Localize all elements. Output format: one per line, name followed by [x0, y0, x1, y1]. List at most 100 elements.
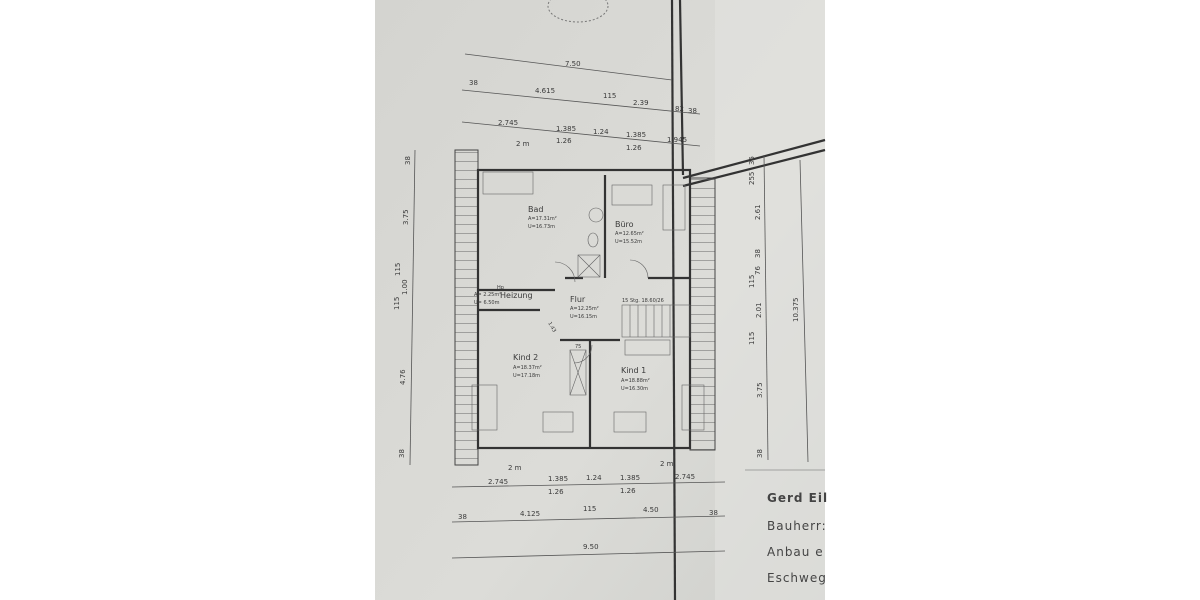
- roof-hatch-right: [689, 177, 716, 451]
- desk-kind1: [613, 411, 647, 433]
- svg-text:Gerd Eil: Gerd Eil: [767, 491, 828, 505]
- svg-text:35: 35: [748, 156, 756, 165]
- svg-text:A= 2.25m²: A= 2.25m²: [474, 292, 501, 298]
- svg-text:U=15.52m: U=15.52m: [615, 239, 642, 245]
- room-kind2: Kind 2 A=18.37m² U=17.18m: [513, 353, 542, 379]
- svg-text:A=18.88m²: A=18.88m²: [621, 378, 650, 384]
- svg-text:1.385: 1.385: [620, 474, 640, 482]
- svg-text:U=16.30m: U=16.30m: [621, 386, 648, 392]
- svg-text:82: 82: [675, 105, 684, 113]
- svg-text:U=17.18m: U=17.18m: [513, 373, 540, 379]
- desk-kind2: [542, 411, 574, 433]
- svg-text:1.385: 1.385: [556, 125, 576, 133]
- svg-text:38: 38: [709, 509, 718, 517]
- svg-text:255: 255: [748, 172, 756, 185]
- svg-text:1.26: 1.26: [620, 487, 636, 495]
- svg-text:10.375: 10.375: [792, 298, 800, 323]
- svg-text:2.61: 2.61: [754, 204, 762, 220]
- room-labels: Bad A=17.31m² U=16.73m Büro A=12.65m² U=…: [474, 205, 664, 392]
- svg-text:38: 38: [458, 513, 467, 521]
- svg-text:7.50: 7.50: [565, 60, 581, 68]
- building-outline: [454, 149, 716, 466]
- svg-text:Hp: Hp: [497, 285, 504, 291]
- svg-text:A=17.31m²: A=17.31m²: [528, 216, 557, 222]
- left-dimensions: 38 3.75 115 1.00 115 4.76 38: [393, 149, 416, 466]
- svg-text:A=12.25m²: A=12.25m²: [570, 306, 599, 312]
- svg-text:3.75: 3.75: [402, 209, 410, 225]
- room-kind1: Kind 1 A=18.88m² U=16.30m: [621, 366, 650, 392]
- svg-text:Büro: Büro: [615, 220, 634, 229]
- svg-text:115: 115: [603, 92, 616, 100]
- title-block: Gerd Eil Bauherr: Anbau e Eschweg: [745, 469, 828, 585]
- room-bad: Bad A=17.31m² U=16.73m: [528, 205, 557, 230]
- svg-text:3.75: 3.75: [756, 382, 764, 398]
- door-dim: 1.43: [546, 321, 557, 334]
- staircase: [621, 304, 691, 338]
- tree-symbol: [547, 0, 609, 23]
- svg-text:1.26: 1.26: [626, 144, 642, 152]
- roof-hatch-left: [454, 149, 479, 466]
- paper-fold: [715, 0, 825, 600]
- svg-text:2.01: 2.01: [755, 302, 763, 318]
- bed-kind2: [471, 384, 498, 431]
- svg-text:Bad: Bad: [528, 205, 543, 214]
- svg-text:4.76: 4.76: [399, 369, 407, 385]
- svg-text:Eschweg: Eschweg: [767, 571, 827, 585]
- door-bad: [554, 261, 576, 283]
- bottom-dimensions: 2 m 2 m 2.745 1.385 1.24 1.385 2.745 1.2…: [451, 460, 726, 559]
- svg-text:1.24: 1.24: [586, 474, 602, 482]
- shower: [577, 254, 601, 278]
- svg-text:Anbau e: Anbau e: [767, 545, 824, 559]
- svg-text:4.50: 4.50: [643, 506, 659, 514]
- svg-text:U=16.73m: U=16.73m: [528, 224, 555, 230]
- room-flur: Flur A=12.25m² U=16.15m: [570, 295, 599, 320]
- svg-text:1.385: 1.385: [548, 475, 568, 483]
- door-buero: [629, 259, 649, 279]
- svg-text:38: 38: [398, 449, 406, 458]
- svg-text:Flur: Flur: [570, 295, 586, 304]
- svg-text:115: 115: [748, 332, 756, 345]
- svg-text:1.00: 1.00: [401, 279, 409, 295]
- svg-text:1.385: 1.385: [626, 131, 646, 139]
- svg-text:38: 38: [688, 107, 697, 115]
- svg-text:115: 115: [393, 297, 401, 310]
- bed-kind1: [681, 384, 705, 431]
- svg-text:2.745: 2.745: [498, 119, 518, 127]
- svg-text:2.745: 2.745: [488, 478, 508, 486]
- svg-text:A=12.65m²: A=12.65m²: [615, 231, 644, 237]
- svg-text:1.945: 1.945: [667, 136, 687, 144]
- right-dimensions: 255 35 2.61 38 76 115 2.01 115 3.75 38 1…: [748, 154, 809, 463]
- svg-text:76: 76: [754, 266, 762, 275]
- svg-text:38: 38: [404, 156, 412, 165]
- bathtub: [482, 171, 534, 195]
- svg-text:115: 115: [394, 263, 402, 276]
- svg-text:2 m: 2 m: [508, 464, 522, 472]
- property-line: [670, 0, 677, 600]
- svg-text:A=18.37m²: A=18.37m²: [513, 365, 542, 371]
- svg-text:U= 6.50m: U= 6.50m: [474, 300, 500, 306]
- svg-text:2 m: 2 m: [516, 140, 530, 148]
- svg-text:2.745: 2.745: [675, 473, 695, 481]
- svg-text:1.26: 1.26: [556, 137, 572, 145]
- svg-text:4.615: 4.615: [535, 87, 555, 95]
- desk-buero: [611, 184, 653, 206]
- svg-text:2.39: 2.39: [633, 99, 649, 107]
- svg-text:Kind 1: Kind 1: [621, 366, 646, 375]
- svg-text:38: 38: [756, 449, 764, 458]
- svg-text:38: 38: [754, 249, 762, 258]
- top-dimensions: 7.50 38 4.615 115 2.39 82 38 2.745 1.385…: [461, 53, 701, 152]
- svg-text:Kind 2: Kind 2: [513, 353, 538, 362]
- svg-text:Bauherr:: Bauherr:: [767, 519, 827, 533]
- door-kind1: [573, 344, 593, 364]
- svg-text:Heizung: Heizung: [500, 291, 533, 300]
- svg-text:38: 38: [469, 79, 478, 87]
- svg-text:2 m: 2 m: [660, 460, 674, 468]
- room-buero: Büro A=12.65m² U=15.52m: [615, 220, 644, 245]
- toilet: [587, 232, 599, 248]
- svg-text:1.24: 1.24: [593, 128, 609, 136]
- door-dim: 75: [575, 344, 581, 350]
- svg-text:U=16.15m: U=16.15m: [570, 314, 597, 320]
- svg-text:9.50: 9.50: [583, 543, 599, 551]
- svg-text:115: 115: [583, 505, 596, 513]
